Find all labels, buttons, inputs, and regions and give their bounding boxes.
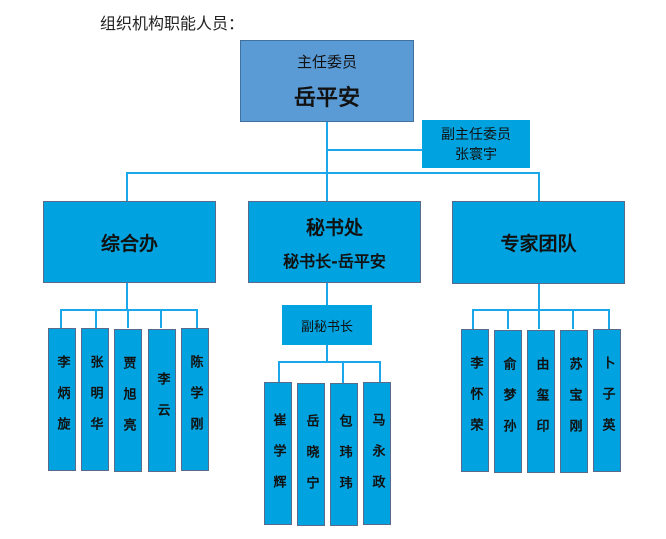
connector xyxy=(326,122,328,202)
member-name: 马永政 xyxy=(369,413,385,506)
member-name: 李炳旋 xyxy=(54,355,70,448)
chair-node: 主任委员 岳平安 xyxy=(240,40,414,122)
member-name: 卜子英 xyxy=(599,356,615,449)
vice-chair-node: 副主任委员 张寰宇 xyxy=(422,120,530,168)
connector xyxy=(160,309,162,328)
member-name: 贾旭亮 xyxy=(120,356,136,449)
chair-title: 主任委员 xyxy=(296,52,357,71)
member-name: 俞梦孙 xyxy=(500,357,516,450)
deputy-secretary-node: 副秘书长 xyxy=(282,305,372,345)
connector xyxy=(472,309,474,329)
connector xyxy=(95,309,97,328)
vice-chair-name: 张寰宇 xyxy=(455,147,497,163)
member-node: 卜子英 xyxy=(593,329,621,472)
connector xyxy=(538,283,540,310)
connector xyxy=(572,309,574,329)
member-node: 岳晓宁 xyxy=(297,383,325,526)
member-name: 李怀荣 xyxy=(467,356,483,449)
member-node: 贾旭亮 xyxy=(114,329,142,472)
connector xyxy=(196,309,198,328)
member-name: 包玮玮 xyxy=(336,414,352,507)
connector xyxy=(326,345,328,362)
connector xyxy=(538,309,540,329)
connector xyxy=(326,282,328,305)
member-name: 张明华 xyxy=(87,355,103,448)
connector xyxy=(60,309,198,311)
connector xyxy=(126,282,128,310)
member-node: 李怀荣 xyxy=(461,329,489,472)
department-general-office: 综合办 xyxy=(43,201,216,283)
member-node: 俞梦孙 xyxy=(494,330,522,473)
department-name: 专家团队 xyxy=(500,233,577,255)
connector xyxy=(342,361,344,383)
connector xyxy=(127,309,129,328)
department-subtitle: 秘书长-岳平安 xyxy=(283,251,386,271)
vice-chair-title: 副主任委员 xyxy=(441,127,511,143)
department-expert-team: 专家团队 xyxy=(452,201,625,284)
chair-name: 岳平安 xyxy=(293,85,360,111)
member-node: 李云 xyxy=(148,329,176,472)
department-secretariat: 秘书处 秘书长-岳平安 xyxy=(248,201,421,283)
member-name: 岳晓宁 xyxy=(303,414,319,507)
member-node: 由玺印 xyxy=(527,330,555,473)
connector xyxy=(60,309,62,328)
member-name: 陈学刚 xyxy=(187,355,203,448)
member-name: 由玺印 xyxy=(533,357,549,450)
connector xyxy=(608,309,610,329)
connector xyxy=(126,172,128,201)
connector xyxy=(472,309,610,311)
department-name: 综合办 xyxy=(100,232,158,255)
deputy-secretary-label: 副秘书长 xyxy=(300,319,353,335)
member-node: 马永政 xyxy=(363,382,391,525)
connector xyxy=(326,149,422,151)
connector xyxy=(126,172,540,174)
member-node: 陈学刚 xyxy=(181,328,209,471)
member-name: 苏宝刚 xyxy=(566,357,582,450)
member-node: 包玮玮 xyxy=(330,383,358,526)
member-name: 李云 xyxy=(154,372,170,434)
member-node: 苏宝刚 xyxy=(560,330,588,473)
member-name: 崔学辉 xyxy=(270,413,286,506)
page-heading: 组织机构职能人员： xyxy=(100,14,245,33)
department-name: 秘书处 xyxy=(305,216,363,239)
connector xyxy=(379,361,381,383)
member-node: 李炳旋 xyxy=(48,328,76,471)
connector xyxy=(538,172,540,201)
member-node: 崔学辉 xyxy=(264,382,292,525)
connector xyxy=(278,361,381,363)
connector xyxy=(507,309,509,329)
member-node: 张明华 xyxy=(81,328,109,471)
connector xyxy=(278,361,280,383)
